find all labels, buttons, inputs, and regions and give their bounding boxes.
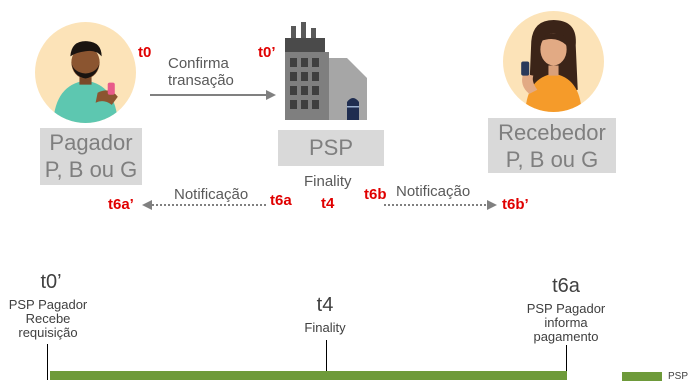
confirm-arrow [150, 90, 276, 100]
timeline-right-desc-line1: PSP Pagador [526, 301, 606, 316]
timeline-right-desc-line2: informa [544, 315, 588, 330]
payer-avatar [35, 22, 136, 123]
timeline-mid-tick [326, 340, 327, 380]
psp-label-box: PSP [278, 130, 384, 166]
receiver-label-line2: P, B ou G [505, 147, 599, 172]
receiver-avatar [503, 11, 604, 112]
confirm-line2: transação [168, 72, 234, 89]
timeline-right-tick [566, 345, 567, 380]
t0-prime-marker: t0’ [258, 44, 276, 61]
timeline-right-time: t6a [552, 275, 580, 297]
t6b-marker: t6b [364, 186, 387, 203]
timeline-bar [50, 371, 567, 380]
t4-marker: t4 [321, 195, 335, 212]
receiver-label-line1: Recebedor [498, 120, 606, 145]
timeline-left-time: t0’ [40, 271, 62, 293]
timeline-left-tick [47, 344, 48, 380]
timeline-mid-desc: Finality [304, 320, 346, 335]
t6a-prime-marker: t6a’ [108, 196, 134, 213]
timeline-mid-time: t4 [316, 294, 334, 316]
timeline-left-desc-line2: Recebe [25, 311, 71, 326]
timeline-right-desc-line3: pagamento [533, 329, 599, 344]
confirm-line1: Confirma [168, 55, 229, 72]
payer-label-box: Pagador P, B ou G [40, 128, 142, 185]
t6b-prime-marker: t6b’ [502, 196, 529, 213]
notification-left-arrow [142, 200, 266, 210]
t0-marker: t0 [138, 44, 152, 61]
payer-person-icon [53, 41, 118, 123]
finality-label: Finality [304, 173, 352, 190]
legend-label: PSP [668, 371, 689, 382]
building-icon [285, 22, 367, 120]
payer-label-line2: P, B ou G [44, 157, 138, 182]
receiver-label-box: Recebedor P, B ou G [488, 118, 616, 173]
timeline-right-desc: PSP Pagador informa pagamento [516, 302, 616, 344]
confirm-transaction-label: Confirma transação [168, 55, 234, 89]
timeline-left-desc-line3: requisição [18, 325, 78, 340]
notification-right-label: Notificação [396, 183, 471, 200]
psp-label: PSP [308, 135, 354, 160]
receiver-person-icon [521, 20, 582, 112]
notification-left-label: Notificação [174, 186, 249, 203]
payer-label-line1: Pagador [49, 130, 133, 155]
t6a-marker: t6a [270, 192, 292, 209]
timeline-left-desc: PSP Pagador Recebe requisição [0, 298, 96, 340]
timeline-left-desc-line1: PSP Pagador [8, 297, 88, 312]
notification-right-arrow [384, 200, 497, 210]
legend-swatch [622, 372, 662, 381]
